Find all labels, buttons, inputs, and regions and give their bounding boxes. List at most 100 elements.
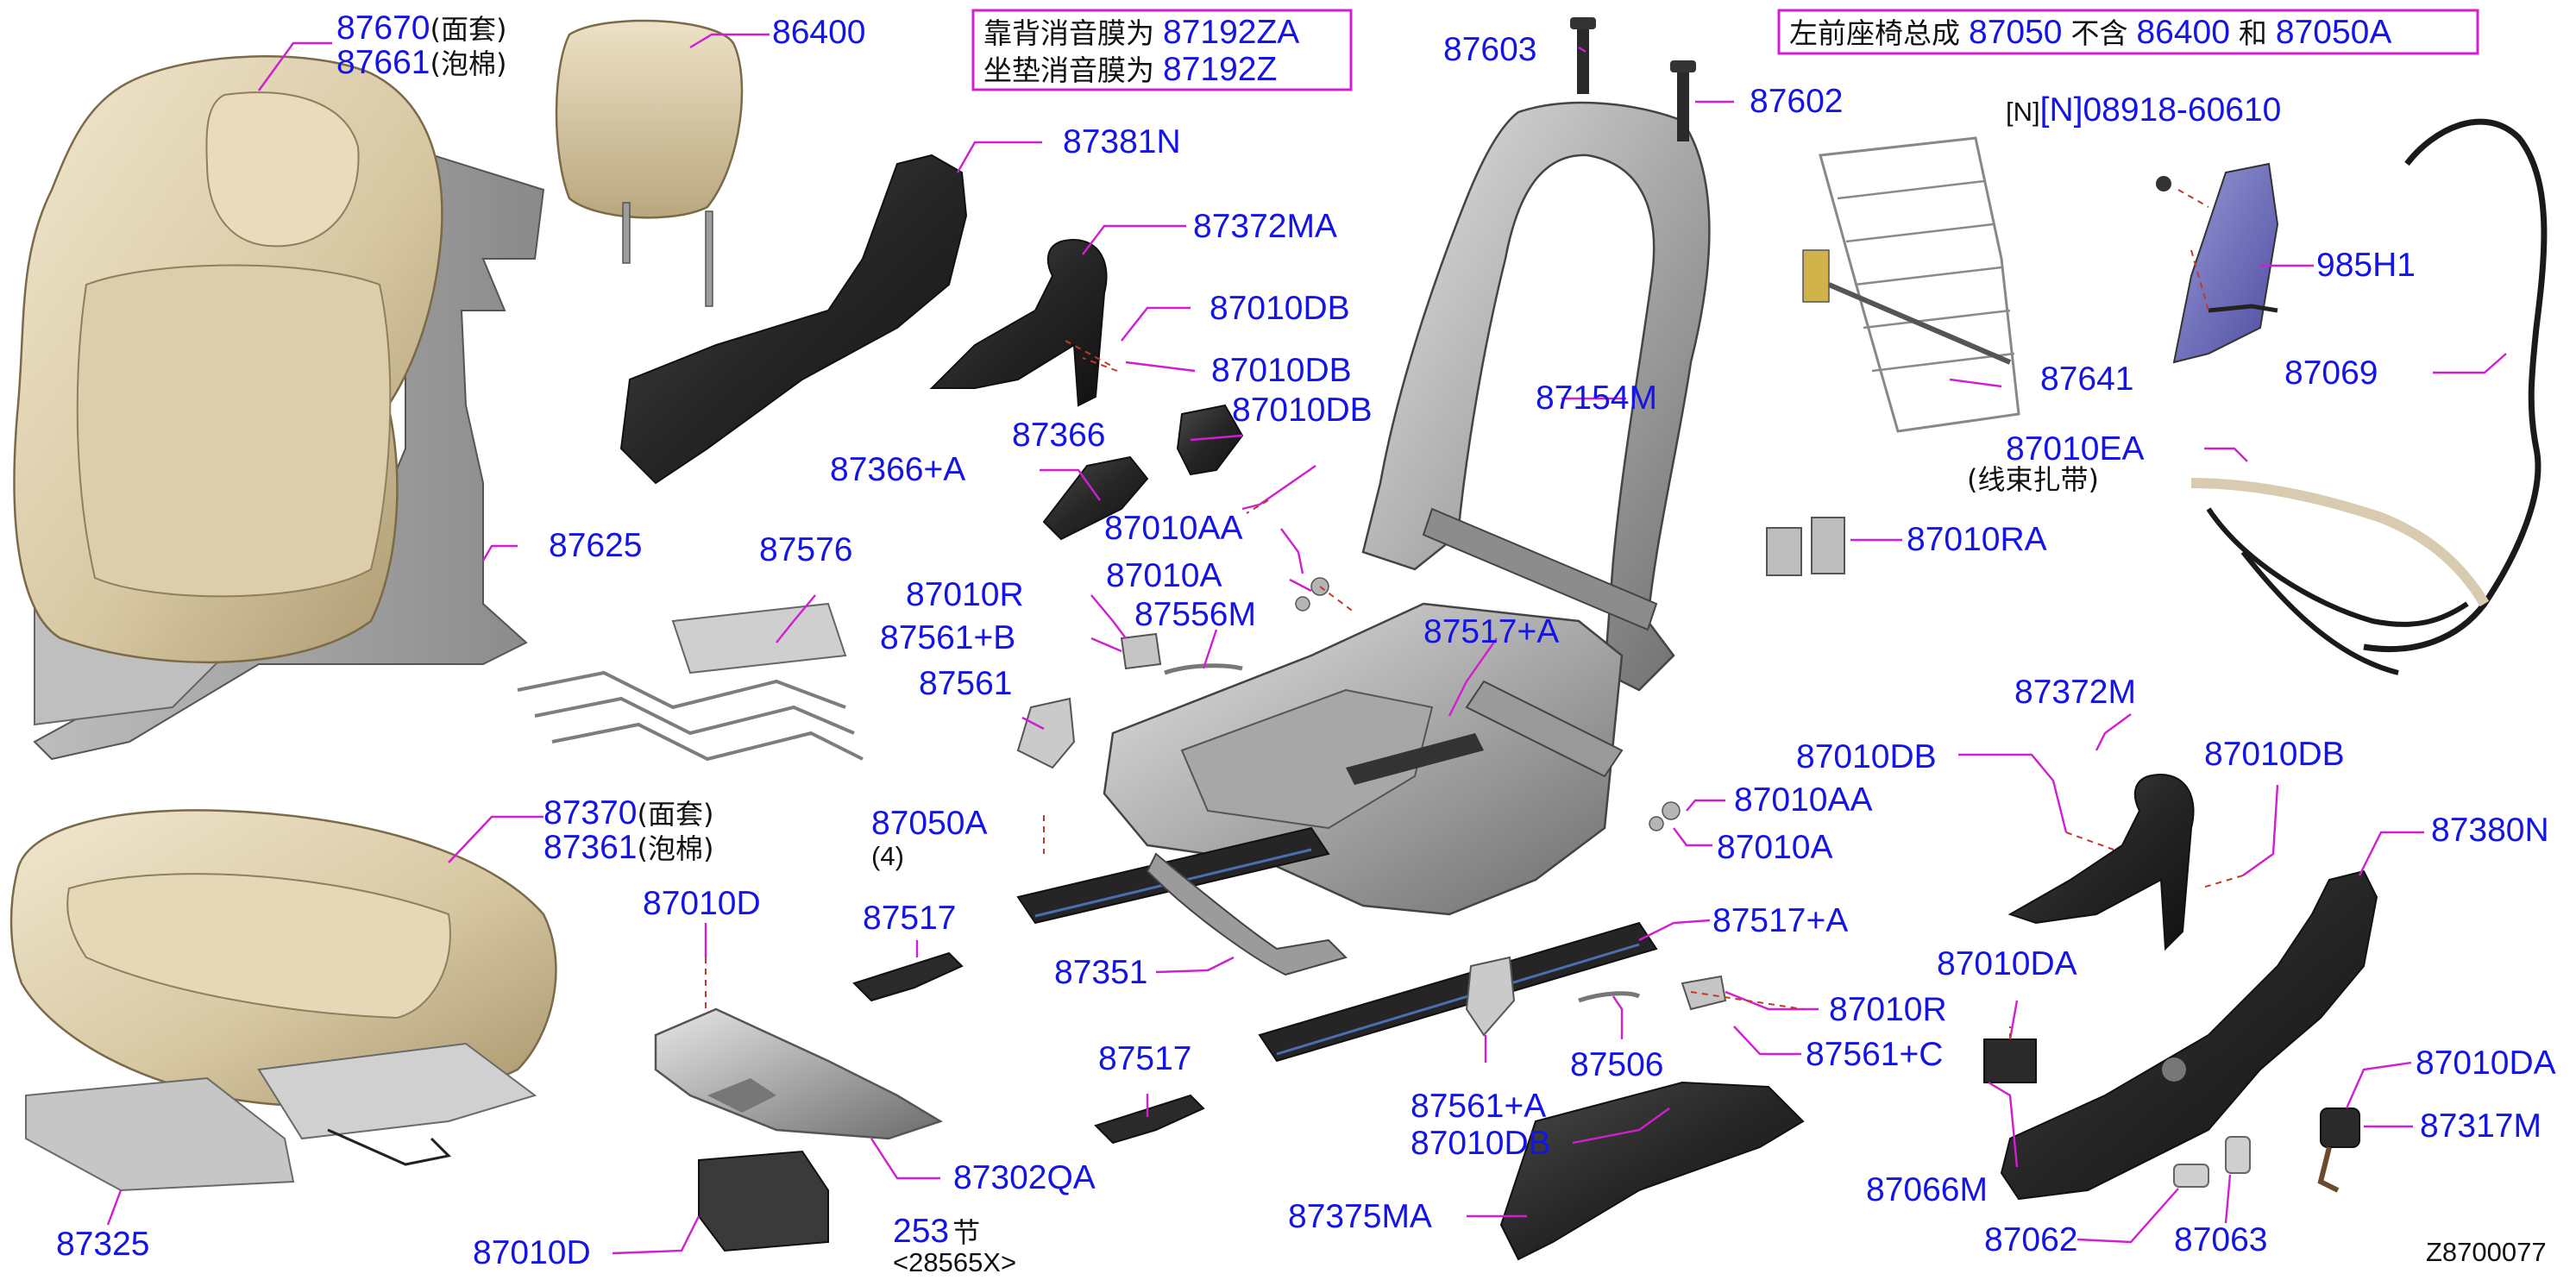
callout-87062[interactable]: 87062 bbox=[1984, 1221, 2077, 1258]
note-assy-text2: 不含 bbox=[2070, 16, 2127, 50]
callout-87010DB-1[interactable]: 87010DB bbox=[1209, 290, 1350, 327]
callout-87010EA-note: (线束扎带) bbox=[1967, 463, 2099, 496]
bracket-87561C-shape bbox=[1681, 975, 1727, 1011]
callout-87625[interactable]: 87625 bbox=[549, 527, 642, 564]
callout-253[interactable]: 253 bbox=[893, 1213, 949, 1250]
note-box-silencer bbox=[971, 9, 1353, 91]
callout-87010R-1[interactable]: 87010R bbox=[906, 576, 1024, 613]
callout-87010AA-2[interactable]: 87010AA bbox=[1734, 781, 1872, 819]
callout-87561B[interactable]: 87561+B bbox=[880, 619, 1015, 656]
callout-87375MA[interactable]: 87375MA bbox=[1288, 1198, 1432, 1235]
note-assy-part3: 87050A bbox=[2276, 14, 2391, 51]
callout-87661-note: (泡棉) bbox=[430, 47, 506, 80]
callout-87010AA-1[interactable]: 87010AA bbox=[1104, 510, 1242, 547]
callout-87010R-2[interactable]: 87010R bbox=[1829, 991, 1947, 1028]
callout-08918[interactable]: [N]08918-60610 bbox=[2040, 91, 2282, 129]
callout-87010EA[interactable]: 87010EA bbox=[2006, 430, 2144, 467]
callout-87561C[interactable]: 87561+C bbox=[1806, 1036, 1943, 1073]
svg-text:87361(泡棉): 87361(泡棉) bbox=[543, 829, 713, 866]
harness-87069-shape bbox=[2190, 118, 2548, 675]
callout-87366[interactable]: 87366 bbox=[1012, 417, 1105, 454]
callout-87010DB-6[interactable]: 87010DB bbox=[1411, 1125, 1551, 1162]
module-253-shape bbox=[698, 1150, 829, 1252]
callout-87641[interactable]: 87641 bbox=[2040, 361, 2133, 398]
callout-87066M[interactable]: 87066M bbox=[1866, 1171, 1988, 1208]
dashed-guides bbox=[705, 189, 2244, 1039]
callout-87325[interactable]: 87325 bbox=[56, 1226, 149, 1263]
svg-text:87670(面套): 87670(面套) bbox=[336, 9, 506, 47]
callout-87603[interactable]: 87603 bbox=[1443, 31, 1536, 68]
callout-87506[interactable]: 87506 bbox=[1570, 1046, 1663, 1083]
callout-87556M[interactable]: 87556M bbox=[1134, 596, 1256, 633]
callout-87372M[interactable]: 87372M bbox=[2014, 674, 2136, 711]
callout-87010D-1[interactable]: 87010D bbox=[643, 885, 761, 922]
guide-87603-shape bbox=[1570, 17, 1596, 94]
callout-87361-note: (泡棉) bbox=[637, 832, 713, 865]
callout-87010DA-2[interactable]: 87010DA bbox=[2416, 1045, 2556, 1082]
motor-87317M-shape bbox=[2317, 1107, 2360, 1193]
callout-87010DB-3[interactable]: 87010DB bbox=[1232, 392, 1373, 429]
callout-86400[interactable]: 86400 bbox=[772, 14, 865, 51]
headrest-86400-shape bbox=[555, 19, 744, 307]
callout-87010A-1[interactable]: 87010A bbox=[1106, 557, 1222, 594]
callout-87010A-2[interactable]: 87010A bbox=[1717, 829, 1832, 866]
callout-87063[interactable]: 87063 bbox=[2174, 1221, 2267, 1258]
callout-87050A-qty: (4) bbox=[871, 841, 904, 871]
back-frame-87154M-shape bbox=[1361, 101, 1711, 692]
seat-frame-shape bbox=[1103, 602, 1624, 916]
svg-text:87370(面套): 87370(面套) bbox=[543, 794, 713, 831]
fasteners-87010A-shape bbox=[1295, 577, 1681, 831]
bracket-87010RA-shape bbox=[1766, 517, 1845, 576]
callout-87561[interactable]: 87561 bbox=[919, 665, 1012, 702]
callout-87351[interactable]: 87351 bbox=[1054, 954, 1147, 991]
callout-87561A[interactable]: 87561+A bbox=[1411, 1088, 1546, 1125]
callout-87661[interactable]: 87661 bbox=[336, 44, 430, 81]
callout-87010DB-2[interactable]: 87010DB bbox=[1211, 352, 1352, 389]
callout-87517A-1[interactable]: 87517+A bbox=[1423, 613, 1559, 650]
callout-87317M[interactable]: 87317M bbox=[2420, 1107, 2541, 1145]
note-line2-text: 坐垫消音膜为 bbox=[983, 53, 1154, 87]
callout-87370-note: (面套) bbox=[637, 798, 713, 831]
callout-87370[interactable]: 87370 bbox=[543, 794, 637, 831]
svg-text:87661(泡棉): 87661(泡棉) bbox=[336, 44, 506, 81]
callout-87372MA[interactable]: 87372MA bbox=[1193, 208, 1337, 245]
callout-87010D-2[interactable]: 87010D bbox=[473, 1234, 591, 1271]
callout-87576[interactable]: 87576 bbox=[759, 531, 852, 568]
callout-87302QA[interactable]: 87302QA bbox=[953, 1159, 1096, 1196]
callout-87517A-2[interactable]: 87517+A bbox=[1712, 902, 1848, 939]
knob-87062-shape bbox=[2173, 1164, 2209, 1188]
callout-87670-note: (面套) bbox=[430, 13, 506, 46]
side-trim-87380N-shape bbox=[2000, 869, 2378, 1201]
bracket-87372M-shape bbox=[2007, 774, 2195, 951]
callout-87517-2[interactable]: 87517 bbox=[1098, 1040, 1191, 1077]
callout-87010DB-5[interactable]: 87010DB bbox=[2204, 736, 2345, 773]
callout-87602[interactable]: 87602 bbox=[1750, 83, 1843, 120]
callout-985H1[interactable]: 985H1 bbox=[2316, 247, 2416, 284]
callout-87670[interactable]: 87670 bbox=[336, 9, 430, 47]
bracket-87302QA-shape bbox=[654, 1007, 943, 1140]
callout-87154M[interactable]: 87154M bbox=[1536, 380, 1657, 417]
callout-87010DA-1[interactable]: 87010DA bbox=[1937, 945, 2077, 982]
callout-87069[interactable]: 87069 bbox=[2284, 355, 2378, 392]
drawing-id: Z8700077 bbox=[2426, 1237, 2547, 1267]
callout-87010RA[interactable]: 87010RA bbox=[1907, 521, 2047, 558]
callout-87381N[interactable]: 87381N bbox=[1063, 123, 1181, 160]
spring-87576-shape bbox=[517, 602, 864, 762]
callout-87050A[interactable]: 87050A bbox=[871, 805, 987, 842]
bracket-87561A-shape bbox=[1465, 956, 1516, 1037]
note-box-assembly bbox=[1777, 9, 2479, 55]
callout-253-sub: <28565X> bbox=[893, 1247, 1016, 1277]
bracket-87561-shape bbox=[1016, 632, 1243, 769]
callout-87380N[interactable]: 87380N bbox=[2431, 812, 2549, 849]
callout-87517-1[interactable]: 87517 bbox=[863, 900, 956, 937]
callout-87366A[interactable]: 87366+A bbox=[830, 451, 965, 488]
callout-87361[interactable]: 87361 bbox=[543, 829, 637, 866]
callout-87010DB-4[interactable]: 87010DB bbox=[1796, 738, 1937, 775]
callout-labels: 87670(面套) 87661(泡棉) 86400 87603 87602 [N… bbox=[56, 9, 2556, 1277]
